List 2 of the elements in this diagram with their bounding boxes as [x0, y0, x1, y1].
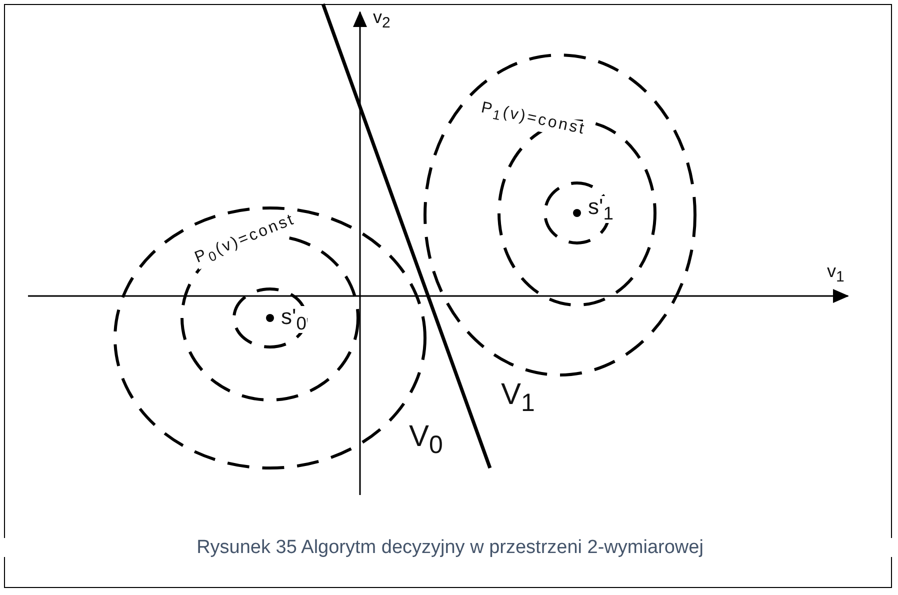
point-label: s'$_{0}$ — [280, 306, 308, 333]
point-label: s'$_{1}$ — [587, 196, 614, 223]
